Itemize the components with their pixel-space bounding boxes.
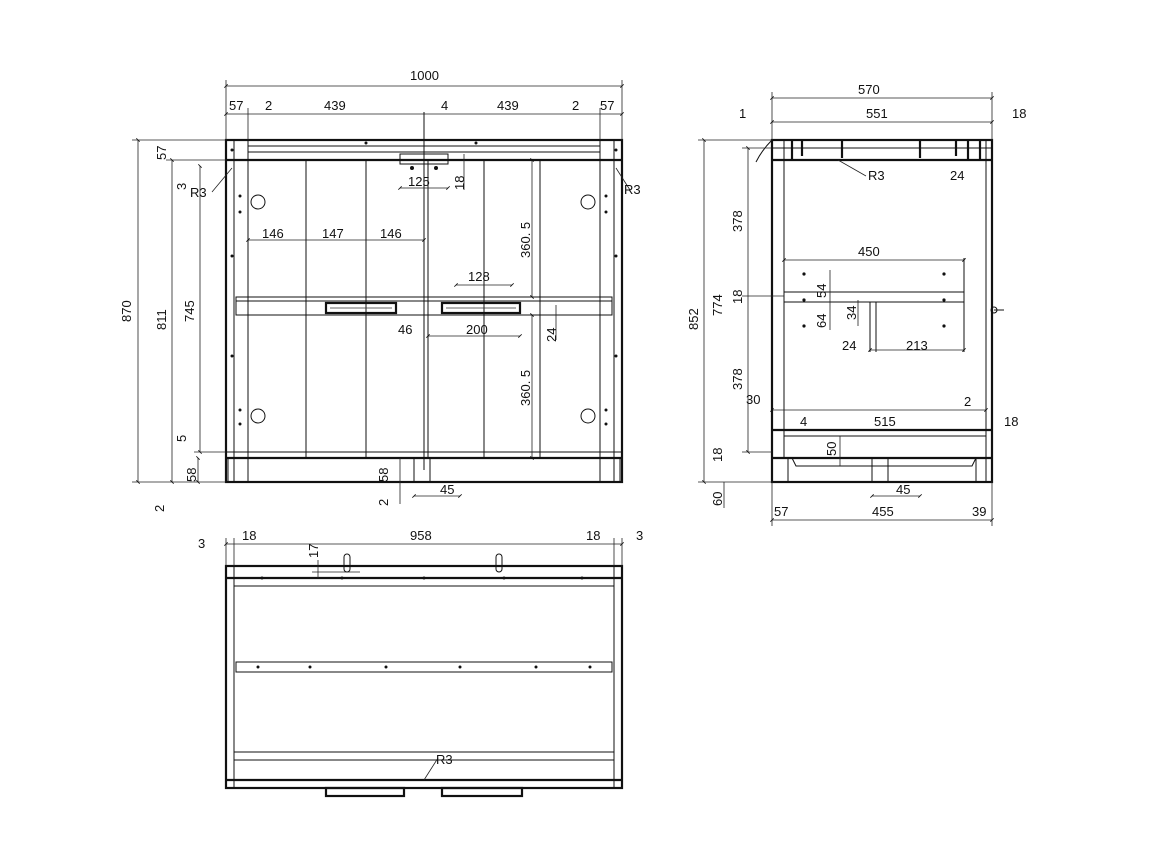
dim-front-bottom-rail: 58 [184,468,199,482]
dim-top-side-right: 18 [586,528,600,543]
dim-top-gap-right: 3 [636,528,643,543]
dim-side-foot-w: 45 [896,482,910,497]
dim-side-drawer-depth: 213 [906,338,928,353]
dim-side-bottom-depth: 515 [874,414,896,429]
dim-front-radius-left: R3 [190,185,207,200]
hinge-cup-top-left [250,194,266,210]
dim-front-door-right: 439 [497,98,519,113]
dim-front-handle-len: 200 [466,322,488,337]
dim-front-foot-w: 45 [440,482,454,497]
dim-side-inset-a: 4 [800,414,807,429]
front-middle-shelf [235,296,613,316]
dim-front-floor-gap: 2 [152,505,167,512]
dim-side-front-foot: 57 [774,504,788,519]
dim-front-overall-width: 1000 [410,68,439,83]
dim-side-back-foot: 39 [972,504,986,519]
side-view: 570 551 1 18 852 774 378 378 18 R3 24 45… [686,82,1026,526]
dim-side-slot: 34 [844,306,859,320]
side-shelf [783,291,965,303]
dim-side-rail-h: 24 [950,168,964,183]
dim-side-plinth-h: 50 [824,442,839,456]
top-handle-right [440,786,524,798]
dim-side-height-body: 774 [710,294,725,316]
dim-top-inner-width: 958 [410,528,432,543]
dim-front-hinge-plate-h: 18 [452,176,467,190]
dim-top-radius: R3 [436,752,453,767]
dim-side-leg-h: 60 [710,492,725,506]
dim-side-panel-t-top: 18 [1012,106,1026,121]
dim-side-back-gap: 1 [739,106,746,121]
dim-front-foot-gap: 2 [376,499,391,506]
dim-front-side-left: 57 [229,98,243,113]
dim-front-overall-height: 870 [119,300,134,322]
dim-front-top-gap: 3 [174,183,189,190]
dim-top-gap-left: 3 [198,536,205,551]
top-middle-shelf [235,661,613,673]
dim-front-top-rail: 57 [154,146,169,160]
dim-side-base-depth: 455 [872,504,894,519]
dim-top-side-left: 18 [242,528,256,543]
hinge-plate [399,153,449,165]
dim-side-drawer-top: 54 [814,284,829,298]
dim-front-panel-c: 146 [380,226,402,241]
handle-right [440,301,522,315]
dim-side-height-total: 852 [686,308,701,330]
dim-front-door-left: 439 [324,98,346,113]
dim-front-lower-half: 360. 5 [518,370,533,406]
top-view: 3 18 958 18 3 17 R3 [198,528,643,798]
handle-left [324,301,398,315]
hinge-cup-bottom-left [250,408,266,424]
dim-side-panel-t-bottom: 18 [1004,414,1018,429]
dim-front-door-height: 745 [182,300,197,322]
dim-side-drawer-h: 64 [814,314,829,328]
dim-side-shelf-t: 18 [730,290,745,304]
dim-side-inset-b: 2 [964,394,971,409]
dim-front-handle-offset: 46 [398,322,412,337]
side-center-foot [871,457,889,483]
dim-top-back-offset: 17 [306,544,321,558]
dim-front-bottom-gap: 5 [174,435,189,442]
dim-side-radius: R3 [868,168,885,183]
hinge-cup-bottom-right [580,408,596,424]
dim-front-radius-right: R3 [624,182,641,197]
dim-front-body-height: 811 [154,309,169,330]
top-hardware-left [343,553,351,573]
dim-front-foot-h: 58 [376,468,391,482]
dim-front-handle-h: 24 [544,328,559,342]
front-center-foot [413,457,431,483]
hinge-cup-top-right [580,194,596,210]
top-hardware-right [495,553,503,573]
dim-front-gap-left: 2 [265,98,272,113]
dim-front-side-right: 57 [600,98,614,113]
dim-front-panel-a: 146 [262,226,284,241]
dim-side-inner-depth: 551 [866,106,888,121]
dim-front-gap-right: 2 [572,98,579,113]
top-cabinet-outline [224,564,624,790]
dim-side-lower-space: 378 [730,368,745,390]
dim-side-plinth-t: 18 [710,448,725,462]
dim-front-handle-hole: 128 [468,269,490,284]
dim-side-shelf-depth: 450 [858,244,880,259]
dim-side-front-inset: 30 [746,392,760,407]
dim-front-hinge-plate: 125 [408,174,430,189]
dim-side-upper-space: 378 [730,210,745,232]
dim-side-overall-depth: 570 [858,82,880,97]
dim-front-panel-b: 147 [322,226,344,241]
dim-front-upper-half: 360. 5 [518,222,533,258]
dim-front-center-gap: 4 [441,98,448,113]
top-handle-left [324,786,406,798]
dim-side-slot-w: 24 [842,338,856,353]
front-view: 1000 57 2 439 4 439 2 57 870 811 745 57 … [119,68,641,512]
